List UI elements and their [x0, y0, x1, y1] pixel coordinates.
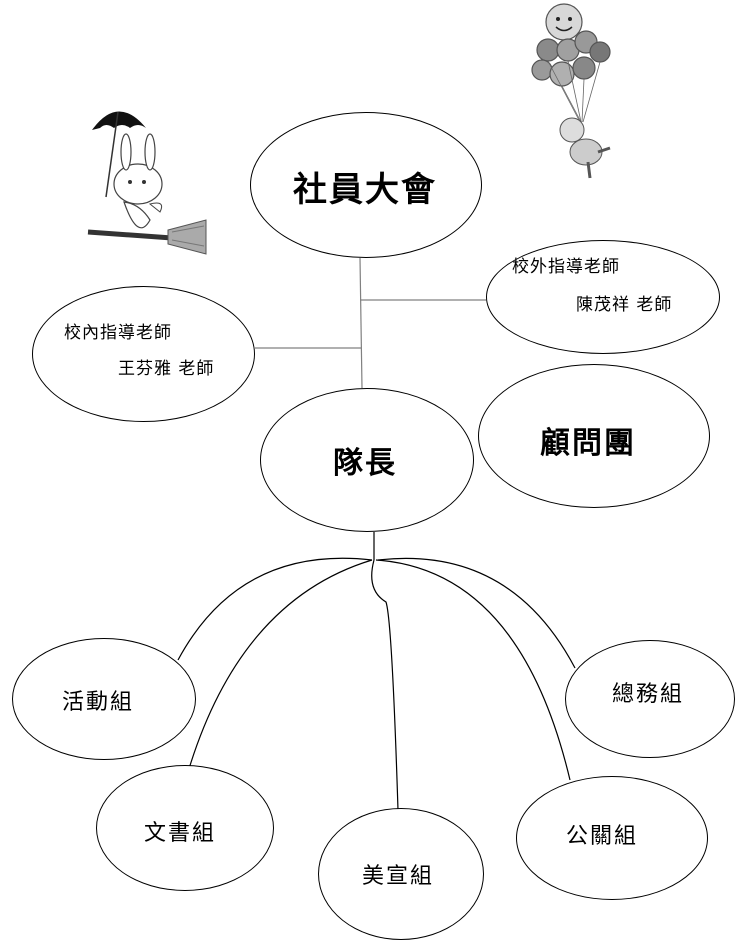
art-group-label: 美宣組	[362, 864, 435, 889]
captain-label: 隊長	[333, 446, 397, 481]
node-general-group	[565, 640, 735, 758]
external-teacher-title: 校外指導老師	[512, 257, 620, 277]
internal-teacher-title: 校內指導老師	[64, 323, 172, 343]
node-external-teacher	[486, 240, 720, 354]
advisors-label: 顧問團	[540, 426, 636, 461]
branch-activity	[177, 557, 373, 661]
branch-general	[377, 557, 576, 669]
balloon-bear-icon	[531, 3, 611, 179]
node-art-group	[318, 808, 484, 940]
internal-teacher-name: 王芬雅 老師	[118, 359, 215, 379]
branch-documents	[187, 559, 373, 773]
rabbit-witch-umbrella-icon	[87, 111, 207, 255]
node-captain	[260, 388, 474, 532]
pr-group-label: 公關組	[566, 824, 639, 849]
connector-assembly-captain	[359, 257, 363, 389]
general-group-label: 總務組	[612, 682, 685, 707]
branch-pr	[375, 559, 571, 781]
branch-art	[371, 559, 399, 811]
node-pr-group	[516, 776, 708, 900]
assembly-label: 社員大會	[293, 170, 437, 210]
documents-group-label: 文書組	[144, 821, 217, 846]
activity-group-label: 活動組	[62, 690, 135, 715]
external-teacher-name: 陳茂祥 老師	[576, 295, 673, 315]
node-advisors	[478, 364, 710, 508]
node-documents-group	[96, 765, 274, 891]
node-assembly	[250, 112, 482, 258]
node-internal-teacher	[32, 286, 255, 422]
node-activity-group	[12, 638, 196, 760]
